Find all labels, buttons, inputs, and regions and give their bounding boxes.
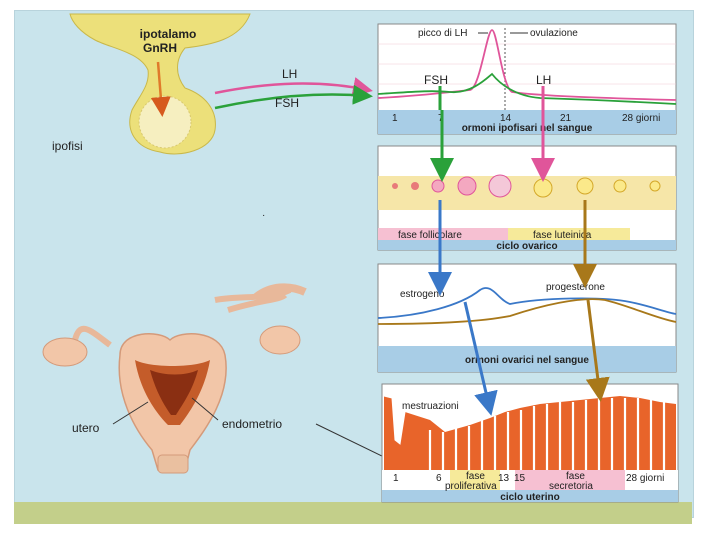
p4-day-15: 15 bbox=[514, 473, 526, 484]
lh-peak-label: picco di LH bbox=[418, 28, 467, 39]
ovulation-label: ovulazione bbox=[530, 28, 578, 39]
secretory-label: secretoria bbox=[549, 481, 593, 492]
lh-arrow-label: LH bbox=[282, 67, 297, 81]
p1-day-1: 1 bbox=[392, 113, 398, 124]
p4-day-6: 6 bbox=[436, 473, 442, 484]
uterus-illustration bbox=[43, 287, 305, 473]
p4-day-28: 28 giorni bbox=[626, 473, 664, 484]
p4-day-13: 13 bbox=[498, 473, 510, 484]
follicular-phase-label: fase follicolare bbox=[398, 230, 462, 241]
pituitary-label: ipofisi bbox=[52, 139, 83, 153]
gnrh-label: GnRH bbox=[143, 41, 177, 55]
panel2-title: ciclo ovarico bbox=[496, 241, 557, 252]
luteal-phase-label: fase luteinica bbox=[533, 230, 592, 241]
fsh-curve-label: FSH bbox=[424, 73, 448, 87]
fsh-arrow-label: FSH bbox=[275, 96, 299, 110]
uterus-label: utero bbox=[72, 421, 100, 435]
panel3-title: ormoni ovarici nel sangue bbox=[465, 355, 589, 366]
p4-day-1: 1 bbox=[393, 473, 399, 484]
menstruation-label: mestruazioni bbox=[402, 401, 459, 412]
dot-mark: · bbox=[262, 210, 265, 221]
proliferative-label: proliferativa bbox=[445, 481, 497, 492]
lh-arrow bbox=[215, 84, 368, 93]
p1-day-28: 28 giorni bbox=[622, 113, 660, 124]
lh-curve-label: LH bbox=[536, 73, 551, 87]
hypothalamus-label: ipotalamo bbox=[140, 27, 197, 41]
progesterone-label: progesterone bbox=[546, 282, 605, 293]
estrogen-label: estrogeno bbox=[400, 289, 445, 300]
panel4-title: ciclo uterino bbox=[500, 492, 559, 503]
panel1-title: ormoni ipofisari nel sangue bbox=[462, 123, 593, 134]
endometrium-label: endometrio bbox=[222, 417, 282, 431]
